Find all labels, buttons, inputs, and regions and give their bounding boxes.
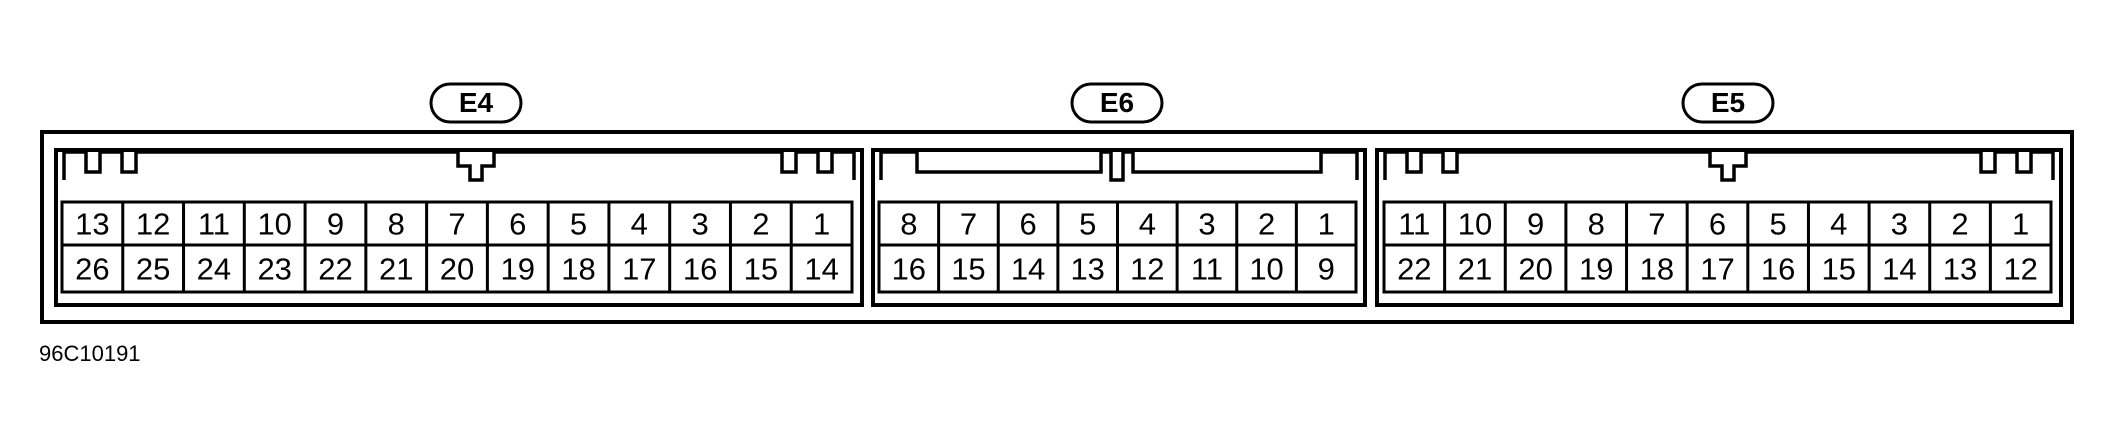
pin-number: 7	[960, 207, 977, 242]
pin-number: 16	[683, 252, 717, 287]
pin-number: 26	[75, 252, 109, 287]
connector-label-badge	[1681, 82, 1775, 124]
pin-number: 2	[1951, 207, 1968, 242]
connector-label-badge	[429, 82, 523, 124]
connector-label: E4	[459, 87, 494, 118]
pin-number: 7	[1648, 207, 1665, 242]
pin-number: 2	[752, 207, 769, 242]
connector-latch-profile	[1383, 150, 2055, 182]
pin-number: 8	[388, 207, 405, 242]
pin-number: 22	[1397, 252, 1431, 287]
pin-number: 21	[379, 252, 413, 287]
pin-number: 5	[1079, 207, 1096, 242]
pin-number: 12	[1130, 252, 1164, 287]
pin-number: 8	[1588, 207, 1605, 242]
pin-number: 25	[136, 252, 170, 287]
pin-number: 5	[570, 207, 587, 242]
connector-label: E5	[1711, 87, 1745, 118]
pin-number: 14	[804, 252, 838, 287]
connector-label: E6	[1100, 87, 1134, 118]
pin-number: 15	[1822, 252, 1856, 287]
pin-number: 7	[448, 207, 465, 242]
pin-number: 3	[1198, 207, 1215, 242]
pin-number: 6	[509, 207, 526, 242]
pin-number: 19	[1579, 252, 1613, 287]
pin-number: 18	[1640, 252, 1674, 287]
pin-number: 10	[1249, 252, 1283, 287]
connector-e6: E6 8 7 6 5 4 3 2 1 16 15 14 13 12 11 10 9	[871, 82, 1367, 307]
pin-number: 18	[561, 252, 595, 287]
pin-number: 2	[1258, 207, 1275, 242]
pin-number: 6	[1019, 207, 1036, 242]
pin-number: 15	[951, 252, 985, 287]
pin-number: 10	[257, 207, 291, 242]
pin-number: 4	[631, 207, 648, 242]
pin-number: 19	[501, 252, 535, 287]
connector-frame	[871, 148, 1367, 307]
connector-latch-profile	[879, 150, 1359, 182]
pin-number: 16	[1761, 252, 1795, 287]
connector-frame	[1375, 148, 2063, 307]
pin-number: 16	[892, 252, 926, 287]
pin-number: 1	[813, 207, 830, 242]
pin-number: 4	[1139, 207, 1156, 242]
pin-number: 20	[440, 252, 474, 287]
pin-number: 1	[2012, 207, 2029, 242]
pin-number: 4	[1830, 207, 1847, 242]
connector-label-badge	[1070, 82, 1164, 124]
pin-number: 11	[1398, 207, 1430, 242]
pin-number: 1	[1318, 207, 1335, 242]
pin-number: 9	[1527, 207, 1544, 242]
pin-number: 9	[1318, 252, 1335, 287]
pin-grid	[1382, 200, 2053, 294]
pin-number: 6	[1709, 207, 1726, 242]
pin-grid	[60, 200, 854, 294]
connector-latch-profile	[62, 150, 856, 182]
pin-number: 24	[197, 252, 231, 287]
pin-number: 13	[1070, 252, 1104, 287]
connector-housing	[40, 130, 2074, 324]
pin-number: 14	[1011, 252, 1045, 287]
pin-number: 10	[1458, 207, 1492, 242]
pin-number: 13	[75, 207, 109, 242]
pin-number: 13	[1943, 252, 1977, 287]
pin-number: 15	[744, 252, 778, 287]
pin-number: 11	[1191, 252, 1223, 287]
pin-number: 12	[2003, 252, 2037, 287]
pin-number: 14	[1882, 252, 1916, 287]
pin-number: 17	[1700, 252, 1734, 287]
pin-number: 17	[622, 252, 656, 287]
pin-number: 20	[1518, 252, 1552, 287]
pin-number: 9	[327, 207, 344, 242]
pin-number: 11	[198, 207, 230, 242]
pin-number: 12	[136, 207, 170, 242]
figure-code: 96C10191	[39, 341, 141, 366]
pin-number: 21	[1458, 252, 1492, 287]
pin-number: 5	[1770, 207, 1787, 242]
pin-number: 3	[1891, 207, 1908, 242]
pin-number: 8	[900, 207, 917, 242]
pin-number: 3	[691, 207, 708, 242]
pin-number: 23	[257, 252, 291, 287]
pin-number: 22	[318, 252, 352, 287]
connector-frame	[54, 148, 864, 307]
